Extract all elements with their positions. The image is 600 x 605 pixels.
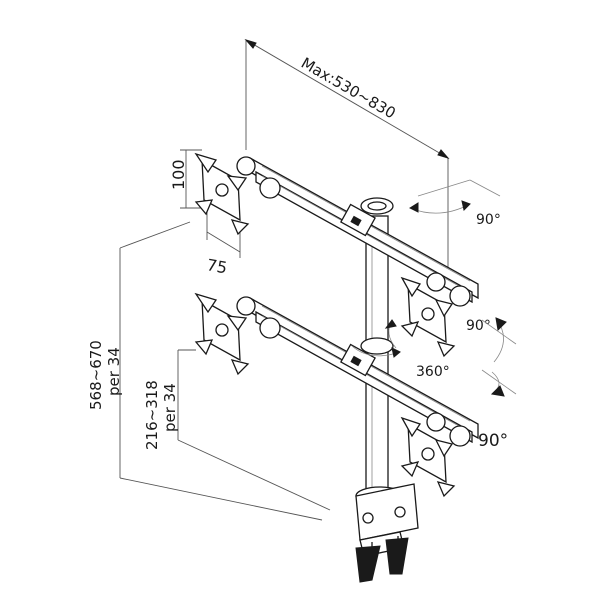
lower-tilt-indicator: 90°	[478, 431, 508, 451]
mount-width-label: 75	[205, 255, 228, 277]
pole	[360, 197, 394, 499]
lower-height-dimension: 216~318 per 34	[143, 349, 331, 511]
vesa-plate-lower-right	[400, 416, 456, 498]
total-height-label-2: per 34	[105, 347, 123, 396]
mount-height-label: 100	[169, 159, 188, 190]
mount-height-dimension: 100	[169, 149, 202, 209]
lower-height-label-2: per 34	[161, 383, 179, 432]
lower-tilt-label: 90°	[478, 431, 508, 451]
width-dimension: Max:530~830	[244, 39, 450, 270]
upper-tilt-label: 90°	[466, 318, 491, 334]
vesa-plate-upper-left	[194, 152, 250, 236]
desk-clamp	[355, 483, 419, 583]
width-label: Max:530~830	[298, 54, 399, 123]
pole-rotation-label: 360°	[416, 364, 450, 380]
total-height-label-1: 568~670	[87, 340, 105, 410]
lower-height-label-1: 216~318	[143, 380, 161, 450]
upper-arm	[236, 156, 479, 307]
top-swivel-label: 90°	[476, 212, 501, 228]
vesa-plate-upper-right	[400, 276, 456, 358]
top-swivel-indicator: 90°	[408, 179, 501, 228]
pole-rotation-indicator: 360°	[351, 345, 450, 380]
vesa-plate-lower-left	[194, 292, 250, 376]
total-height-dimension: 568~670 per 34	[87, 221, 323, 521]
lower-arm	[236, 296, 479, 447]
side-tilt-indicator	[481, 317, 517, 397]
